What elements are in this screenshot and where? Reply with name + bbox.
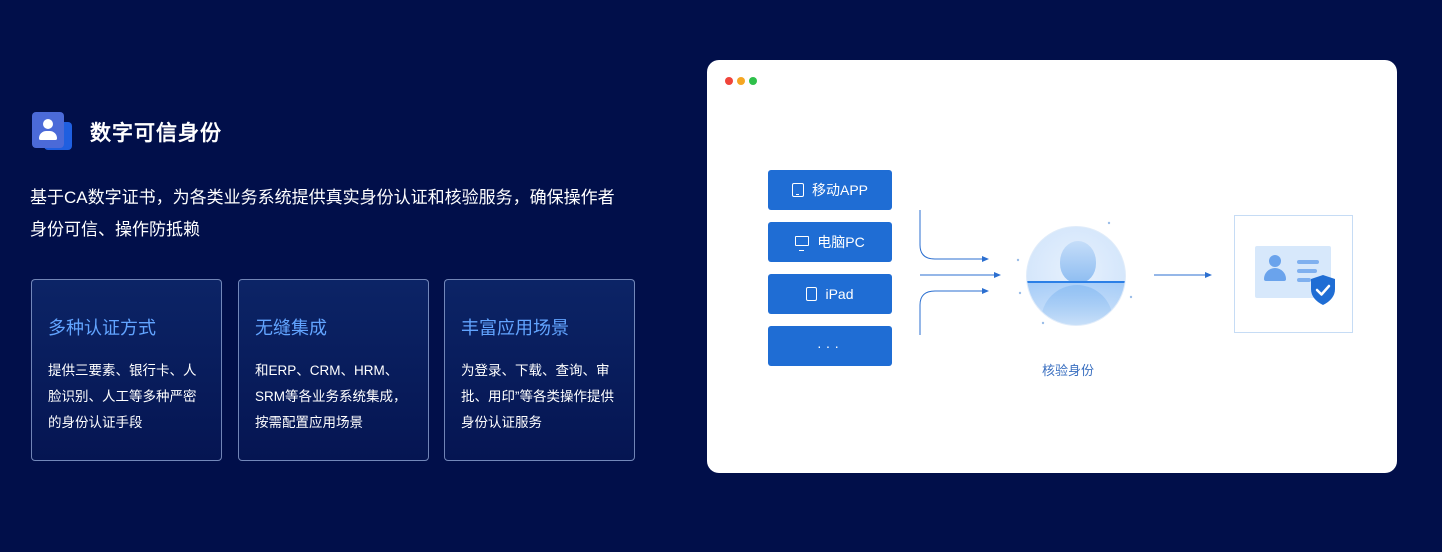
feature-card-text: 提供三要素、银行卡、人脸识别、人工等多种严密的身份认证手段 [48, 363, 197, 430]
feature-card-auth-methods: 多种认证方式 提供三要素、银行卡、人脸识别、人工等多种严密的身份认证手段 [31, 279, 222, 461]
arrow-line-bottom [919, 290, 985, 335]
device-more: ··· [768, 326, 892, 366]
monitor-icon [795, 235, 810, 251]
window-close-dot [725, 77, 733, 85]
feature-card-title: 无缝集成 [255, 318, 327, 338]
face-scan-avatar [1026, 226, 1126, 326]
window-minimize-dot [737, 77, 745, 85]
section-title: 数字可信身份 [90, 122, 222, 145]
more-dots-label: ··· [817, 338, 843, 354]
scan-line [1027, 281, 1125, 283]
device-label: iPad [825, 286, 854, 302]
section-description: 基于CA数字证书，为各类业务系统提供真实身份认证和核验服务，确保操作者身份可信、… [30, 188, 615, 239]
verify-identity-label: 核验身份 [1041, 363, 1094, 378]
shield-check-icon [1311, 275, 1335, 305]
feature-card-text: 为登录、下载、查询、审批、用印”等各类操作提供身份认证服务 [461, 363, 614, 430]
mobile-icon [791, 183, 804, 197]
arrow-line-top [919, 210, 985, 260]
feature-card-title: 丰富应用场景 [461, 318, 569, 338]
device-label: 移动APP [811, 182, 868, 198]
window-maximize-dot [749, 77, 757, 85]
device-mobile-app: 移动APP [768, 170, 892, 210]
section-header: 数字可信身份 [32, 112, 222, 152]
feature-card-integration: 无缝集成 和ERP、CRM、HRM、SRM等各业务系统集成，按需配置应用场景 [238, 279, 429, 461]
device-label: 电脑PC [817, 234, 865, 250]
id-card-frame [1234, 215, 1353, 333]
device-pc: 电脑PC [768, 222, 892, 262]
feature-card-text: 和ERP、CRM、HRM、SRM等各业务系统集成，按需配置应用场景 [255, 363, 407, 430]
feature-card-scenarios: 丰富应用场景 为登录、下载、查询、审批、用印”等各类操作提供身份认证服务 [444, 279, 635, 461]
feature-card-title: 多种认证方式 [48, 318, 156, 338]
user-card-icon [32, 112, 74, 152]
tablet-icon [806, 287, 818, 301]
device-ipad: iPad [768, 274, 892, 314]
flow-arrows [919, 210, 1212, 335]
illustration-window: 移动APP 电脑PC iPad ··· [707, 60, 1397, 473]
